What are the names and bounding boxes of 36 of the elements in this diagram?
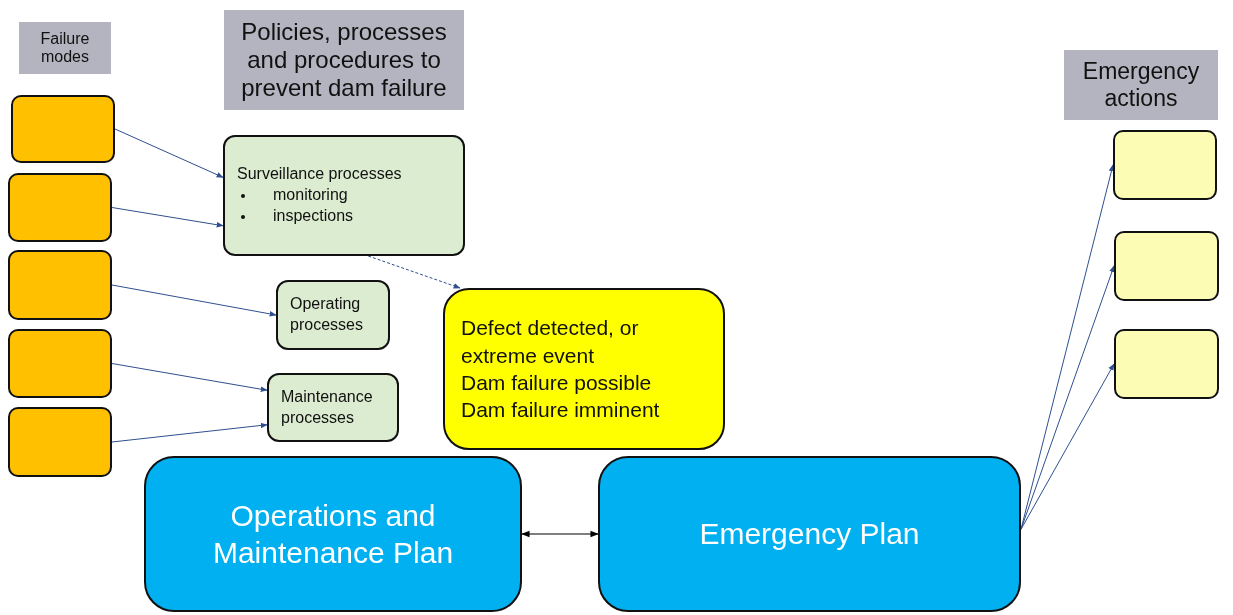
node-text: Operating processes [290,294,364,335]
failure-mode-box [8,173,112,242]
node-text: Maintenance processes [281,386,374,428]
failure-mode-box [8,250,112,320]
process-box [223,135,465,256]
arrow [111,422,268,443]
failure-mode-box [8,329,112,398]
failure-mode-box [8,407,112,477]
header-label: Failure modes [19,22,111,74]
arrow [1020,265,1115,530]
double-arrow [521,530,599,538]
process-box [276,280,390,350]
header-label: Emergency actions [1064,50,1218,120]
arrow [1020,363,1115,530]
node-text: Dam failure imminent [461,397,661,424]
arrow [111,207,224,228]
bullet-item: monitoring [237,185,451,206]
action-box [1114,231,1219,301]
event-box [443,288,725,450]
dashed-arrow [367,255,461,289]
node-text: Surveillance processes [237,164,403,185]
node-text: Operations and Maintenance Plan [211,497,455,571]
action-box [1113,130,1217,200]
header-label: Policies, processes and procedures to prevent dam failure [224,10,464,110]
node-text: Defect detected, or extreme event [461,315,640,369]
plan-box [144,456,522,612]
arrow [111,284,277,317]
action-box [1114,329,1219,399]
failure-mode-box [11,95,115,163]
node-text: Emergency Plan [699,516,920,553]
process-box [267,373,399,442]
arrow [111,363,268,392]
plan-box [598,456,1021,612]
arrow [114,128,224,178]
node-text: Dam failure possible [461,370,653,396]
bullet-item: inspections [237,205,451,227]
